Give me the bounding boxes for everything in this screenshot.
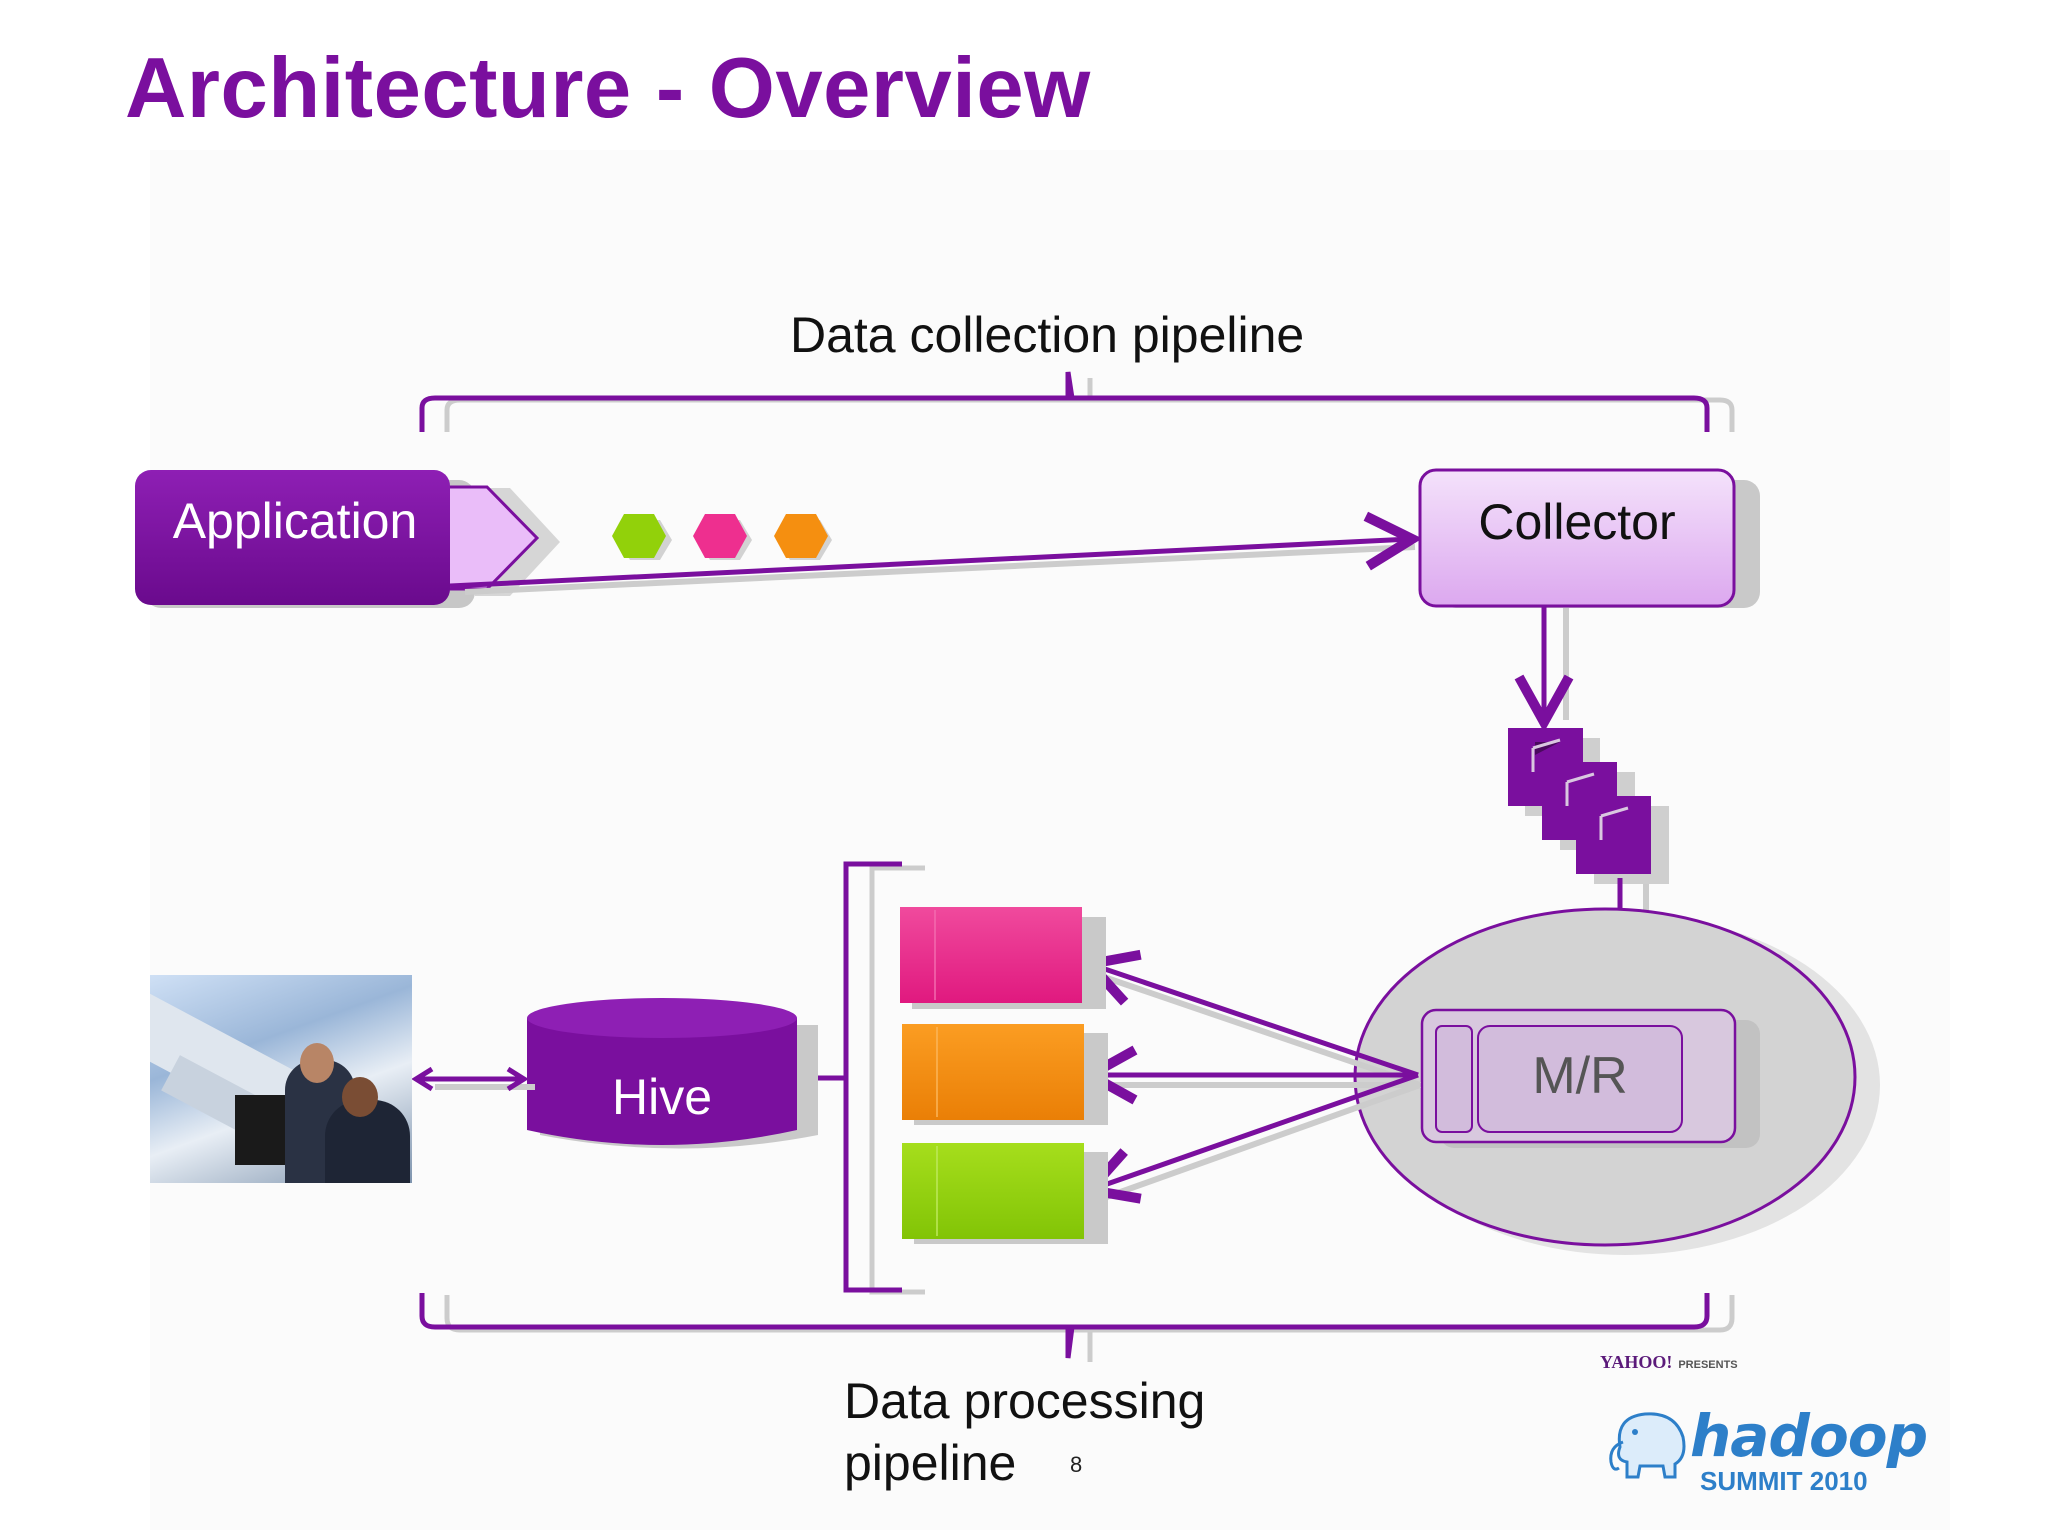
data-collection-pipeline-label: Data collection pipeline	[790, 307, 1305, 363]
application-node	[135, 470, 560, 608]
application-to-collector-arrow	[464, 544, 1416, 595]
data-processing-line2: pipeline	[844, 1435, 1017, 1491]
data-files-stack	[1508, 728, 1669, 884]
user-hive-arrow	[411, 1066, 529, 1092]
output-tables	[900, 907, 1108, 1244]
event-hexagons	[612, 514, 832, 560]
processing-brace	[419, 1293, 1735, 1362]
page-number: 8	[1070, 1452, 1083, 1477]
mr-node	[1420, 1008, 1760, 1148]
hadoop-word: hadoop	[1690, 1402, 1928, 1470]
slide-title: Architecture - Overview	[125, 41, 1091, 136]
collection-brace	[419, 371, 1735, 432]
elephant-icon	[1609, 1412, 1686, 1479]
summit-word: SUMMIT 2010	[1700, 1466, 1868, 1496]
mr-label: M/R	[1532, 1047, 1628, 1105]
presents-word: PRESENTS	[1678, 1359, 1738, 1371]
data-processing-line1: Data processing	[844, 1373, 1206, 1429]
hive-label: Hive	[611, 1069, 713, 1125]
mr-to-tables-arrows	[1090, 964, 1422, 1200]
collector-node	[1418, 468, 1760, 608]
collector-label: Collector	[1478, 494, 1676, 550]
hadoop-summit-logo: YAHOO! PRESENTS hadoop SUMMIT 2010	[1600, 1352, 1960, 1502]
hive-node	[527, 998, 818, 1149]
yahoo-word: YAHOO!	[1600, 1352, 1673, 1372]
data-processing-pipeline-label: Data processing pipeline	[844, 1370, 1205, 1494]
users-photo	[150, 975, 412, 1183]
application-label: Application	[172, 493, 418, 549]
yahoo-presents: YAHOO! PRESENTS	[1600, 1352, 1738, 1373]
